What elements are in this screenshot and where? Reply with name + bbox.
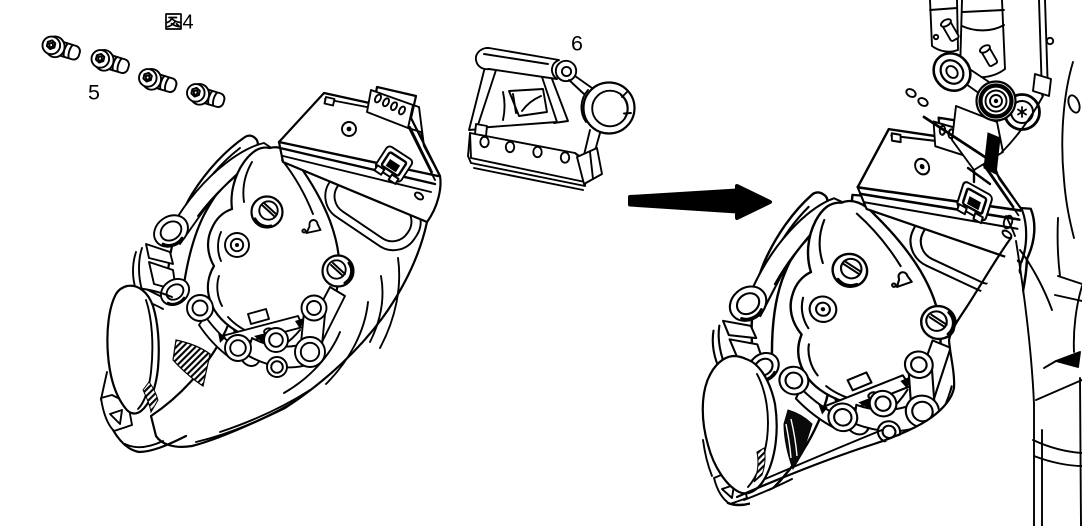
svg-text:4: 4: [183, 12, 194, 34]
svg-text:5: 5: [88, 81, 100, 105]
svg-text:6: 6: [571, 32, 583, 56]
